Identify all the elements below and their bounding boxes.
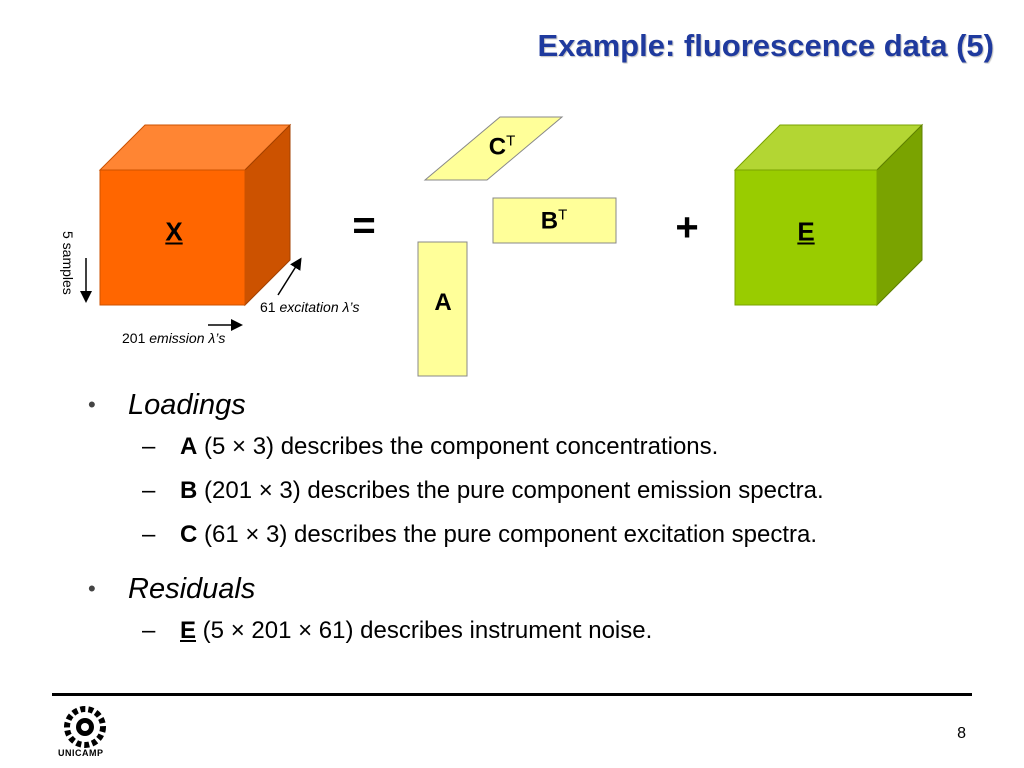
sub-bullet-a-text: (5 × 3) describes the component concentr… (197, 433, 719, 460)
sub-bullet-e-bold: E (180, 617, 197, 644)
equals-sign: = (352, 203, 376, 248)
emission-note: 201 emission λ’s (122, 330, 225, 346)
samples-note: 5 samples (60, 231, 76, 295)
bt-rectangle (492, 197, 617, 244)
sub-bullet-c-bold: C (180, 521, 198, 548)
ct-superscript: T (506, 132, 516, 150)
loadings-heading: Loadings (128, 389, 246, 421)
sub-bullet-e: – E (5 × 201 × 61) describes instrument … (88, 609, 988, 653)
ct-letter: C (488, 133, 507, 161)
sub-bullet-c-text: (61 × 3) describes the pure component ex… (197, 521, 818, 548)
sub-bullet-e-text: (5 × 201 × 61) describes instrument nois… (196, 617, 653, 644)
bt-label: BT (541, 207, 568, 236)
sub-bullet-b-text: (201 × 3) describes the pure component e… (197, 477, 824, 504)
emission-text: emission (149, 330, 205, 346)
bullet-residuals: • Residuals (88, 569, 988, 609)
logo-text: UNICAMP (58, 748, 104, 758)
x-cube-front (99, 169, 246, 306)
bullet-dot: • (88, 392, 96, 417)
residuals-heading: Residuals (128, 573, 256, 605)
x-cube (98, 123, 292, 307)
excitation-count: 61 (260, 299, 276, 315)
slide-title: Example: fluorescence data (5) (537, 28, 994, 63)
x-label: X (165, 216, 183, 247)
a-label: A (434, 289, 452, 316)
dash: – (142, 521, 156, 548)
bt-superscript: T (558, 206, 568, 224)
sub-bullet-c: – C (61 × 3) describes the pure componen… (88, 513, 988, 557)
dash: – (142, 477, 156, 504)
e-cube-front (734, 169, 878, 306)
excitation-text: excitation (279, 299, 339, 315)
sub-bullet-b-bold: B (180, 477, 198, 504)
excitation-lambda: λ’s (342, 299, 360, 315)
sub-bullet-b: – B (201 × 3) describes the pure compone… (88, 469, 988, 513)
excitation-arrow (277, 257, 302, 296)
e-label: E (797, 216, 815, 247)
bullet-dot: • (88, 576, 96, 601)
plus-sign: + (675, 205, 699, 250)
excitation-note: 61 excitation λ’s (260, 299, 360, 315)
e-cube (733, 123, 924, 307)
page-number: 8 (957, 725, 966, 742)
bullet-list: • Loadings – A (5 × 3) describes the com… (88, 385, 988, 653)
dash: – (142, 433, 156, 460)
bt-letter: B (540, 207, 559, 235)
unicamp-logo-icon (64, 706, 106, 748)
parafac-diagram (80, 116, 924, 377)
dash: – (142, 617, 156, 644)
footer-divider (52, 693, 972, 696)
emission-count: 201 (122, 330, 146, 346)
a-rectangle (417, 241, 468, 377)
ct-parallelogram (423, 116, 564, 181)
emission-lambda: λ’s (208, 330, 226, 346)
sub-bullet-a-bold: A (180, 433, 198, 460)
bullet-loadings: • Loadings (88, 385, 988, 425)
ct-label: CT (489, 133, 516, 162)
sub-bullet-a: – A (5 × 3) describes the component conc… (88, 425, 988, 469)
